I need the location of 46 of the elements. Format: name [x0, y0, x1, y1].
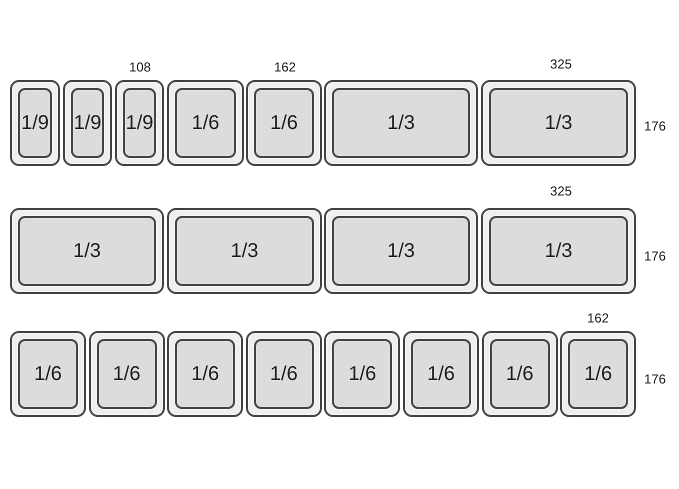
container-outline — [246, 331, 322, 417]
dimension-label: 325 — [550, 184, 572, 198]
size-fraction: 1/6 — [348, 362, 376, 386]
container-outline — [324, 80, 478, 166]
dimension-label: 162 — [274, 60, 296, 74]
dimension-label: 176 — [644, 248, 666, 264]
size-fraction: 1/9 — [126, 112, 154, 134]
size-fraction: 1/3 — [387, 240, 415, 262]
size-fraction: 1/6 — [506, 362, 534, 386]
size-fraction: 1/6 — [427, 362, 455, 386]
dimension-label: 325 — [550, 56, 572, 72]
container-outline — [167, 208, 322, 294]
size-fraction: 1/3 — [73, 240, 101, 262]
size-fraction: 1/6 — [191, 362, 220, 386]
size-fraction: 1/6 — [270, 362, 298, 386]
dimension-label: 162 — [587, 310, 609, 326]
size-fraction: 1/6 — [192, 112, 220, 134]
container-outline — [560, 331, 636, 417]
container-outline — [481, 80, 636, 166]
size-fraction: 1/3 — [544, 112, 572, 134]
container-outline — [324, 208, 478, 294]
dimension-label: 176 — [644, 372, 666, 386]
container-outline — [482, 331, 558, 417]
container-outline — [403, 331, 479, 417]
container-outline — [481, 208, 636, 294]
size-fraction: 1/6 — [112, 362, 140, 386]
container-outline — [10, 331, 86, 417]
container-outline — [88, 331, 165, 417]
container-outline — [115, 80, 164, 166]
container-outline — [167, 331, 244, 417]
size-fraction: 1/6 — [270, 112, 298, 134]
size-fraction: 1/3 — [544, 240, 572, 262]
container-outline — [324, 331, 400, 417]
container-outline — [167, 80, 244, 166]
container-outline — [246, 80, 322, 166]
size-fraction: 1/9 — [21, 112, 49, 134]
dimension-label: 108 — [129, 60, 151, 74]
size-fraction: 1/6 — [34, 362, 62, 386]
size-fraction: 1/9 — [74, 112, 102, 134]
size-fraction: 1/3 — [230, 240, 258, 262]
container-outline — [63, 80, 112, 166]
container-outline — [10, 208, 164, 294]
size-fraction: 1/3 — [387, 112, 415, 134]
size-fraction: 1/6 — [584, 362, 612, 386]
dimension-label: 176 — [644, 118, 666, 134]
container-outline — [10, 80, 60, 166]
